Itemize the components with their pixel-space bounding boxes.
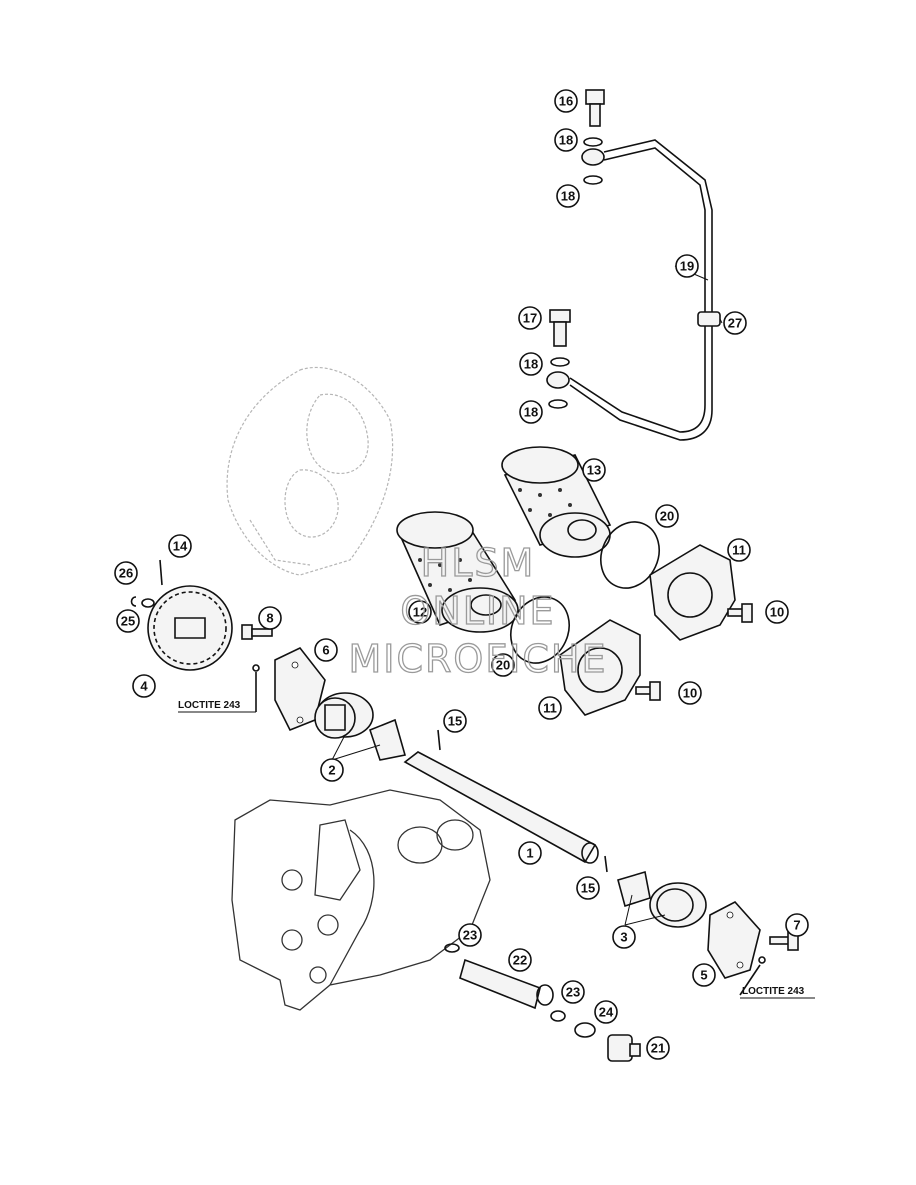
svg-text:11: 11 — [732, 543, 746, 558]
svg-text:17: 17 — [523, 311, 537, 326]
svg-text:18: 18 — [524, 405, 538, 420]
svg-text:1: 1 — [526, 846, 533, 861]
callout-18d: 18 — [519, 400, 543, 424]
callout-16: 16 — [554, 89, 578, 113]
svg-text:19: 19 — [680, 259, 694, 274]
svg-text:25: 25 — [121, 614, 135, 629]
callout-18c: 18 — [519, 352, 543, 376]
watermark-line-3: MICROFICHE — [348, 637, 607, 681]
svg-text:15: 15 — [581, 881, 595, 896]
callout-23a: 23 — [458, 923, 482, 947]
o-ring-upper — [600, 521, 660, 589]
loctite-right-text: LOCTITE 243 — [742, 986, 805, 997]
svg-text:11: 11 — [543, 701, 557, 716]
loctite-left-text: LOCTITE 243 — [178, 700, 241, 711]
callout-15a: 15 — [443, 709, 467, 733]
callout-1: 1 — [518, 841, 542, 865]
bolt-8 — [241, 624, 273, 712]
svg-text:16: 16 — [559, 94, 573, 109]
svg-text:7: 7 — [793, 918, 800, 933]
ghost-engine-cover — [226, 366, 394, 576]
callout-20a: 20 — [655, 504, 679, 528]
svg-text:15: 15 — [448, 714, 462, 729]
oil-line-assembly — [546, 89, 721, 441]
bolt-7 — [739, 931, 799, 996]
loctite-label-left: LOCTITE 243 — [178, 700, 256, 713]
svg-text:18: 18 — [559, 133, 573, 148]
svg-text:26: 26 — [119, 566, 133, 581]
svg-text:18: 18 — [524, 357, 538, 372]
svg-text:2: 2 — [328, 763, 335, 778]
svg-text:20: 20 — [496, 658, 510, 673]
callout-4: 4 — [132, 674, 156, 698]
callout-12: 12 — [408, 600, 432, 624]
callout-6: 6 — [314, 638, 338, 662]
callout-26: 26 — [114, 561, 138, 585]
drive-gear — [130, 559, 233, 671]
callout-21: 21 — [646, 1036, 670, 1060]
o-ring-lower — [510, 596, 570, 664]
watermark-line-2: ONLINE — [400, 589, 555, 633]
watermark-line-1: HLSM — [421, 541, 536, 585]
svg-text:5: 5 — [700, 968, 707, 983]
callout-3: 3 — [612, 925, 636, 949]
svg-text:21: 21 — [651, 1041, 665, 1056]
svg-text:22: 22 — [513, 953, 527, 968]
filter-covers — [559, 544, 736, 716]
callout-10a: 10 — [765, 600, 789, 624]
svg-text:10: 10 — [683, 686, 697, 701]
callout-10b: 10 — [678, 681, 702, 705]
loctite-label-right: LOCTITE 243 — [740, 986, 815, 999]
callout-15b: 15 — [576, 876, 600, 900]
callout-11b: 11 — [538, 696, 562, 720]
callout-14: 14 — [168, 534, 192, 558]
callout-22: 22 — [508, 948, 532, 972]
svg-text:23: 23 — [566, 985, 580, 1000]
callout-2: 2 — [320, 758, 344, 782]
engine-casing — [231, 789, 491, 1011]
pump-shaft — [403, 729, 608, 873]
callout-17: 17 — [518, 306, 542, 330]
callout-18b: 18 — [556, 184, 580, 208]
callout-5: 5 — [692, 963, 716, 987]
svg-text:8: 8 — [266, 611, 273, 626]
svg-text:27: 27 — [728, 316, 742, 331]
oil-strainer — [444, 943, 641, 1062]
callout-19: 19 — [675, 254, 699, 278]
svg-text:24: 24 — [599, 1005, 614, 1020]
callout-23b: 23 — [561, 980, 585, 1004]
callout-8: 8 — [258, 606, 282, 630]
svg-text:10: 10 — [770, 605, 784, 620]
oil-filters — [396, 446, 612, 633]
pump-right — [617, 870, 761, 979]
callout-20b: 20 — [491, 653, 515, 677]
callout-24: 24 — [594, 1000, 618, 1024]
callout-27: 27 — [723, 311, 747, 335]
callout-11a: 11 — [727, 538, 751, 562]
svg-text:18: 18 — [561, 189, 575, 204]
svg-text:23: 23 — [463, 928, 477, 943]
svg-text:14: 14 — [173, 539, 188, 554]
svg-text:4: 4 — [140, 679, 148, 694]
svg-text:3: 3 — [620, 930, 627, 945]
svg-text:13: 13 — [587, 463, 601, 478]
cover-bolts — [635, 603, 753, 701]
callout-13: 13 — [582, 458, 606, 482]
callout-7: 7 — [785, 913, 809, 937]
svg-text:12: 12 — [413, 605, 427, 620]
svg-text:6: 6 — [322, 643, 329, 658]
pump-left — [274, 647, 407, 761]
svg-text:20: 20 — [660, 509, 674, 524]
callout-25: 25 — [116, 609, 140, 633]
callout-18a: 18 — [554, 128, 578, 152]
watermark: HLSM ONLINE MICROFICHE — [348, 540, 607, 681]
